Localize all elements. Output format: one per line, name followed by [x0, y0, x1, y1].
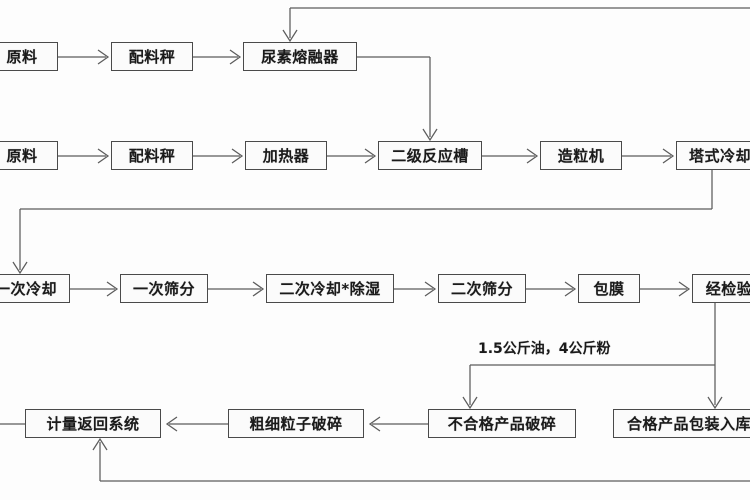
node-metering-return-system[interactable]: 计量返回系统 [25, 409, 161, 438]
node-label: 原料 [6, 147, 38, 165]
node-label: 二次冷却*除湿 [279, 280, 381, 298]
node-label: 不合格产品破碎 [447, 415, 557, 433]
node-secondary-reaction-tank[interactable]: 二级反应槽 [378, 141, 482, 170]
node-primary-cooling[interactable]: 一次冷却 [0, 274, 70, 303]
node-label: 计量返回系统 [46, 415, 140, 433]
node-coating[interactable]: 包膜 [578, 274, 640, 303]
annotation-oil-powder-dosage: 1.5公斤油，4公斤粉 [478, 341, 611, 357]
node-label: 塔式冷却 [688, 147, 750, 165]
node-granulator[interactable]: 造粒机 [540, 141, 622, 170]
node-label: 加热器 [262, 147, 310, 165]
node-tower-cooling[interactable]: 塔式冷却 [676, 141, 750, 170]
node-raw-material-1[interactable]: 原料 [0, 42, 58, 71]
node-raw-material-2[interactable]: 原料 [0, 141, 58, 170]
node-label: 造粒机 [557, 147, 605, 165]
node-urea-melter[interactable]: 尿素熔融器 [243, 42, 357, 71]
node-label: 配料秤 [128, 48, 176, 66]
node-label: 包膜 [593, 280, 625, 298]
node-label: 配料秤 [128, 147, 176, 165]
node-secondary-cooling-dehumidify[interactable]: 二次冷却*除湿 [266, 274, 394, 303]
node-label: 原料 [6, 48, 38, 66]
node-label: 经检验 [705, 280, 750, 298]
node-label: 合格产品包装入库 [626, 415, 750, 433]
node-label: 粗细粒子破碎 [249, 415, 343, 433]
node-label: 一次筛分 [132, 280, 195, 298]
node-label: 二次筛分 [450, 280, 513, 298]
node-reject-product-crusher[interactable]: 不合格产品破碎 [428, 409, 576, 438]
node-inspection[interactable]: 经检验 [692, 274, 750, 303]
node-heater[interactable]: 加热器 [245, 141, 327, 170]
node-batching-scale-1[interactable]: 配料秤 [111, 42, 193, 71]
node-primary-screening[interactable]: 一次筛分 [120, 274, 208, 303]
node-qualified-product-packaging[interactable]: 合格产品包装入库 [613, 409, 750, 438]
node-secondary-screening[interactable]: 二次筛分 [438, 274, 526, 303]
node-label: 二级反应槽 [391, 147, 469, 165]
node-label: 一次冷却 [0, 280, 57, 298]
node-batching-scale-2[interactable]: 配料秤 [111, 141, 193, 170]
node-label: 尿素熔融器 [261, 48, 339, 66]
node-coarse-fine-particle-crusher[interactable]: 粗细粒子破碎 [228, 409, 364, 438]
